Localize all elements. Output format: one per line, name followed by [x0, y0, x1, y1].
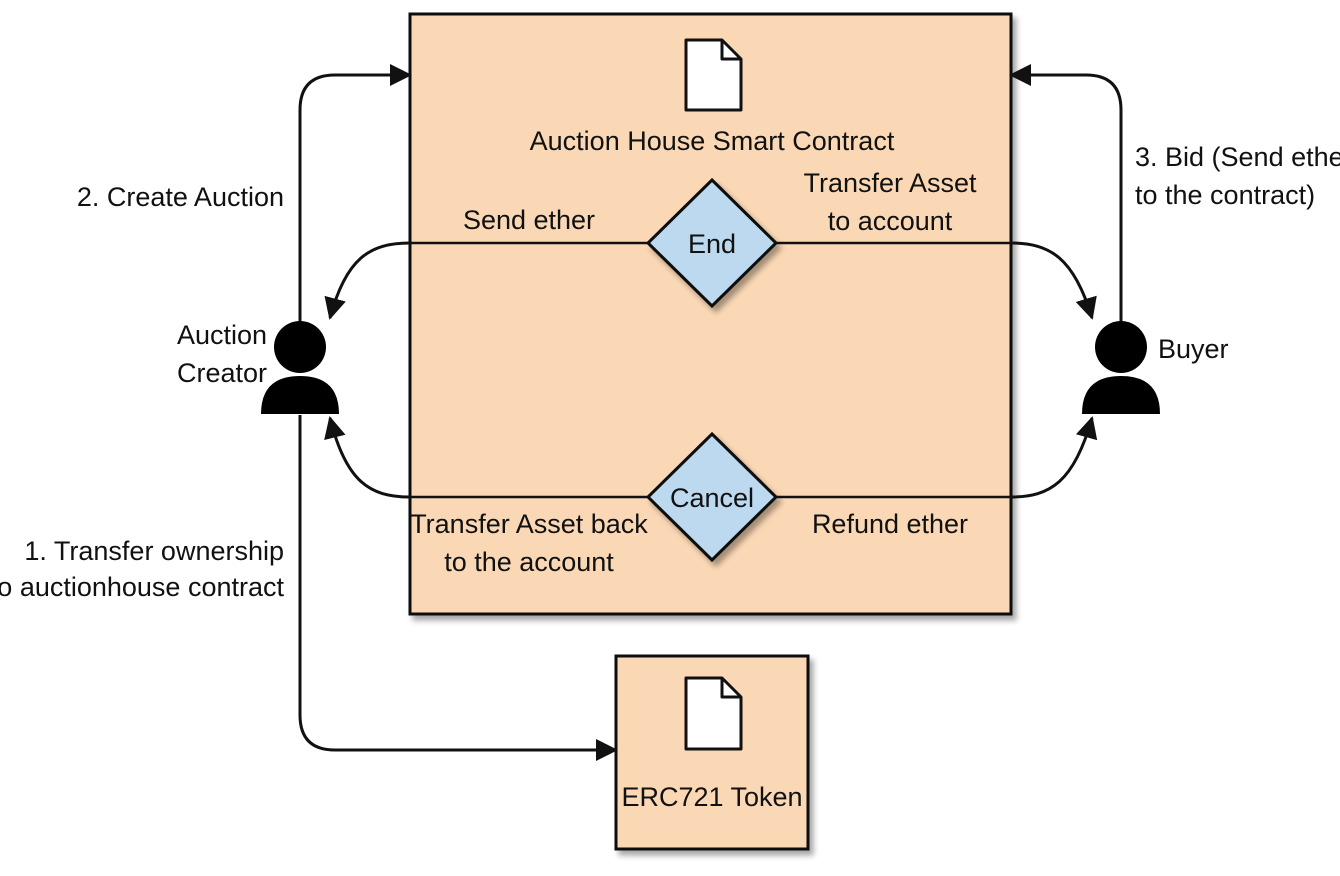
cancel-label: Cancel: [670, 483, 754, 513]
send-ether-label: Send ether: [463, 205, 595, 235]
document-icon: [684, 38, 743, 112]
refund-ether-arrow: [1010, 416, 1098, 499]
document-icon: [684, 676, 743, 751]
creator-label-line1: Auction: [177, 320, 267, 350]
transfer-ownership-arrow: [298, 415, 618, 761]
contract-title: Auction House Smart Contract: [530, 126, 895, 156]
cancel-decision-diamond: [645, 431, 779, 563]
transfer-asset-label-line1: Transfer Asset: [803, 168, 977, 198]
end-label: End: [688, 229, 736, 259]
bid-label-line1: 3. Bid (Send ether: [1135, 142, 1340, 172]
bid-label-line2: to the contract): [1135, 180, 1315, 210]
transfer-back-label-line2: to the account: [444, 547, 614, 577]
person-icon: [1082, 321, 1160, 414]
transfer-back-label-line1: Transfer Asset back: [410, 509, 648, 539]
person-icon: [261, 321, 339, 414]
buyer-label: Buyer: [1158, 334, 1229, 364]
create-auction-arrow: [298, 64, 412, 322]
create-auction-label: 2. Create Auction: [77, 182, 284, 212]
bid-arrow: [1009, 64, 1123, 322]
end-decision-diamond: [645, 177, 779, 309]
refund-ether-label: Refund ether: [812, 509, 968, 539]
creator-label-line2: Creator: [177, 358, 267, 388]
token-title: ERC721 Token: [621, 782, 802, 812]
send-ether-arrow: [324, 241, 411, 320]
transfer-ownership-label-line1: 1. Transfer ownership: [24, 536, 284, 566]
transfer-back-arrow: [324, 416, 411, 499]
transfer-asset-arrow: [1010, 241, 1097, 320]
transfer-ownership-label-line2: to auctionhouse contract: [0, 572, 284, 602]
transfer-asset-label-line2: to account: [828, 206, 953, 236]
